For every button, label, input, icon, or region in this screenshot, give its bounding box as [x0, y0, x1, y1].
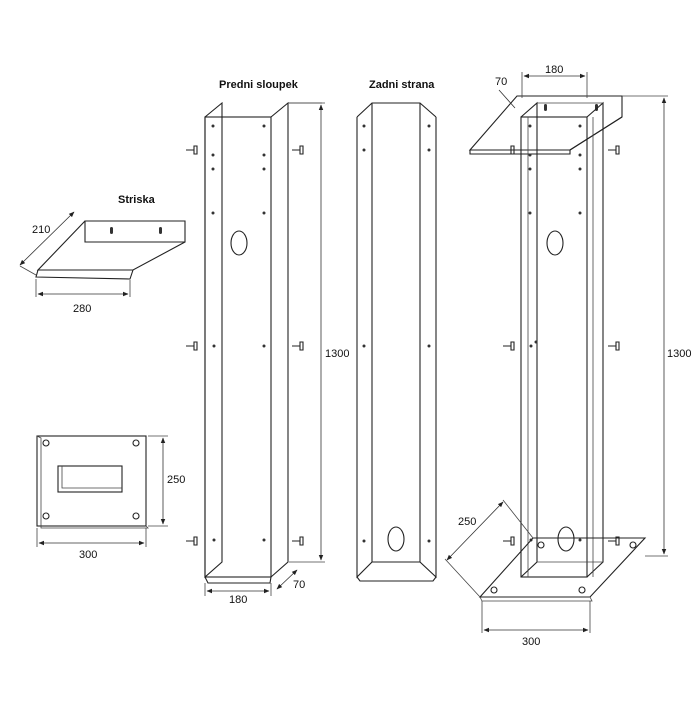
- base-plate-cutout: [57, 465, 123, 493]
- base-plate-outline: [36, 435, 147, 527]
- plate-height-value: 250: [167, 474, 185, 486]
- roof-piece-drawing: Striska 210 280: [19, 194, 186, 315]
- base-hole-br: [132, 512, 140, 520]
- base-hole-bl: [42, 512, 50, 520]
- asm-base-depth-ext-2: [444, 558, 481, 598]
- front-width-value: 180: [229, 594, 247, 606]
- front-bolts: [186, 145, 304, 546]
- asm-depth-value: 70: [495, 76, 507, 88]
- asm-base-depth-ext: [502, 499, 534, 539]
- asm-base-lip: [479, 596, 593, 602]
- front-depth-dim-line: [276, 569, 298, 590]
- back-oval-hole: [387, 526, 405, 552]
- asm-depth-dim-line: [498, 89, 516, 109]
- back-left-side: [356, 103, 373, 579]
- front-face-holes: [211, 124, 266, 542]
- asm-roof-lip: [469, 150, 571, 155]
- front-left-flange: [204, 101, 223, 579]
- asm-oval-hole-bottom: [557, 526, 575, 552]
- roof-label: Striska: [118, 194, 156, 206]
- asm-column-left-flange: [520, 101, 538, 578]
- front-oval-hole: [230, 230, 248, 256]
- front-column-drawing: Predni sloupek: [186, 79, 349, 606]
- roof-slot-right: [159, 227, 162, 234]
- asm-column-face: [520, 116, 588, 578]
- asm-column-right-flange: [586, 101, 604, 578]
- roof-flange: [84, 220, 186, 243]
- asm-roof-slot-left: [544, 104, 547, 111]
- asm-oval-hole-top: [546, 230, 564, 256]
- asm-base-plate: [478, 537, 647, 598]
- front-right-flange: [270, 101, 289, 578]
- asm-base-hole-3: [537, 541, 545, 549]
- asm-bolts: [503, 145, 620, 546]
- roof-depth-ext: [19, 265, 37, 276]
- asm-roof-edge: [569, 116, 623, 151]
- front-bottom-lip: [204, 576, 272, 584]
- asm-base-hole-1: [490, 586, 498, 594]
- asm-base-depth-value: 250: [458, 516, 476, 528]
- roof-depth-dim-line: [19, 211, 75, 266]
- back-top-edge: [356, 102, 437, 118]
- back-right-side: [419, 103, 437, 579]
- front-depth-value: 70: [293, 579, 305, 591]
- asm-base-hole-4: [629, 541, 637, 549]
- roof-depth-value: 210: [32, 224, 50, 236]
- asm-base-depth-dim-line: [446, 501, 504, 561]
- base-cutout-inner: [61, 466, 122, 489]
- roof-width-value: 280: [73, 303, 91, 315]
- roof-front-lip: [35, 269, 134, 280]
- asm-base-width-value: 300: [522, 636, 540, 648]
- front-face: [204, 116, 272, 578]
- front-column-label: Predni sloupek: [219, 79, 299, 91]
- back-side-drawing: Zadni strana: [356, 79, 437, 582]
- asm-height-value: 1300: [667, 348, 691, 360]
- roof-slot-left: [110, 227, 113, 234]
- back-bottom-lip: [356, 576, 437, 582]
- front-height-value: 1300: [325, 348, 349, 360]
- base-plate-drawing: 250 300: [36, 435, 185, 561]
- plate-width-value: 300: [79, 549, 97, 561]
- asm-width-value: 180: [545, 64, 563, 76]
- back-holes: [362, 124, 431, 543]
- base-hole-tr: [132, 439, 140, 447]
- back-side-label: Zadni strana: [369, 79, 435, 91]
- asm-base-hole-2: [578, 586, 586, 594]
- base-hole-tl: [42, 439, 50, 447]
- base-plate-thickness: [36, 435, 149, 529]
- assembly-drawing: 70 180 1300 250 300: [444, 64, 691, 648]
